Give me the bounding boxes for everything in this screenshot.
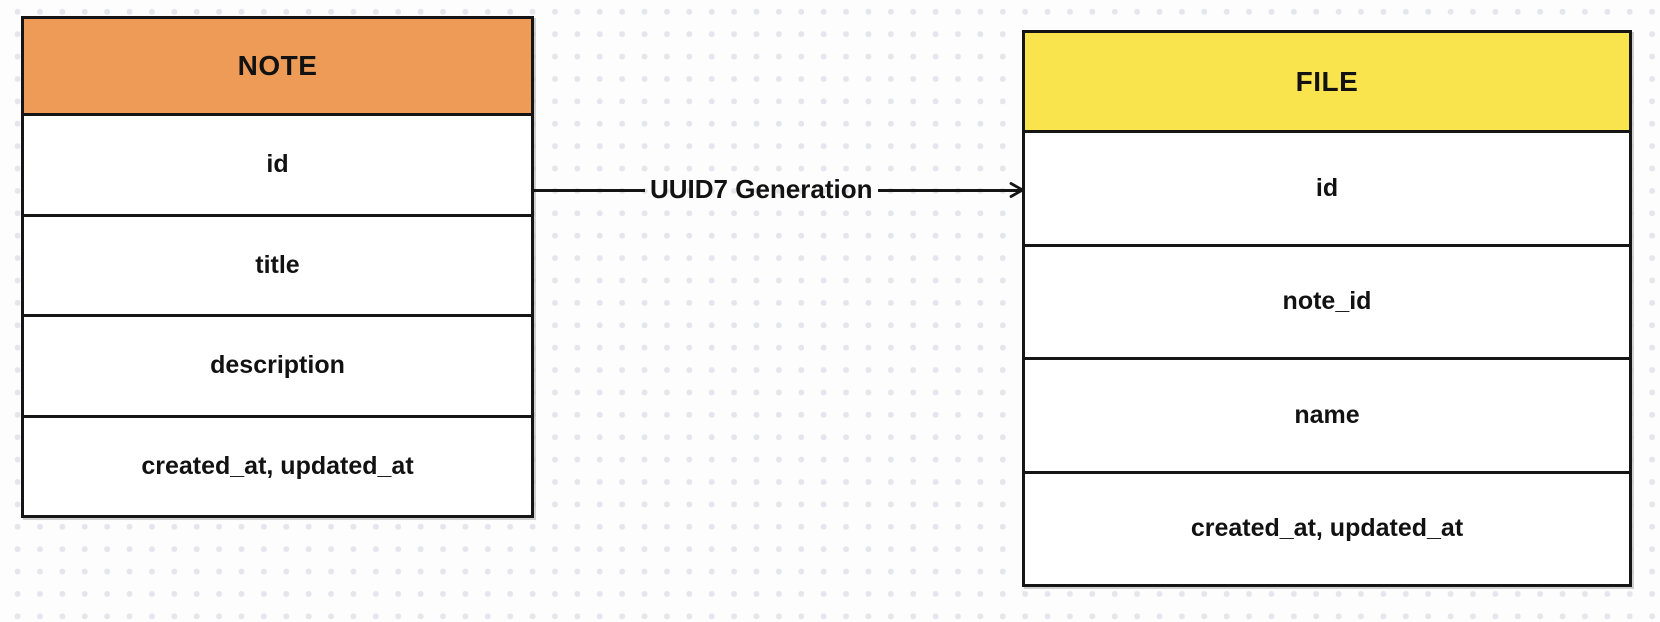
note-field-timestamps[interactable]: created_at, updated_at [24,417,531,515]
connector-note-to-file[interactable]: UUID7 Generation [534,173,1025,206]
file-field-id[interactable]: id [1025,133,1629,247]
connector-label[interactable]: UUID7 Generation [650,173,873,204]
note-field-id[interactable]: id [24,116,531,217]
file-field-note-id[interactable]: note_id [1025,246,1629,360]
file-field-timestamps[interactable]: created_at, updated_at [1025,473,1629,584]
file-field-name[interactable]: name [1025,360,1629,474]
connector-line-left [534,188,645,192]
note-field-title[interactable]: title [24,216,531,317]
entity-note-header[interactable]: NOTE [24,19,531,116]
entity-note[interactable]: NOTE id title description created_at, up… [21,16,534,518]
entity-file-header[interactable]: FILE [1025,33,1629,133]
note-field-description[interactable]: description [24,317,531,418]
connector-line-right [877,182,1025,198]
entity-file[interactable]: FILE id note_id name created_at, updated… [1022,30,1632,587]
